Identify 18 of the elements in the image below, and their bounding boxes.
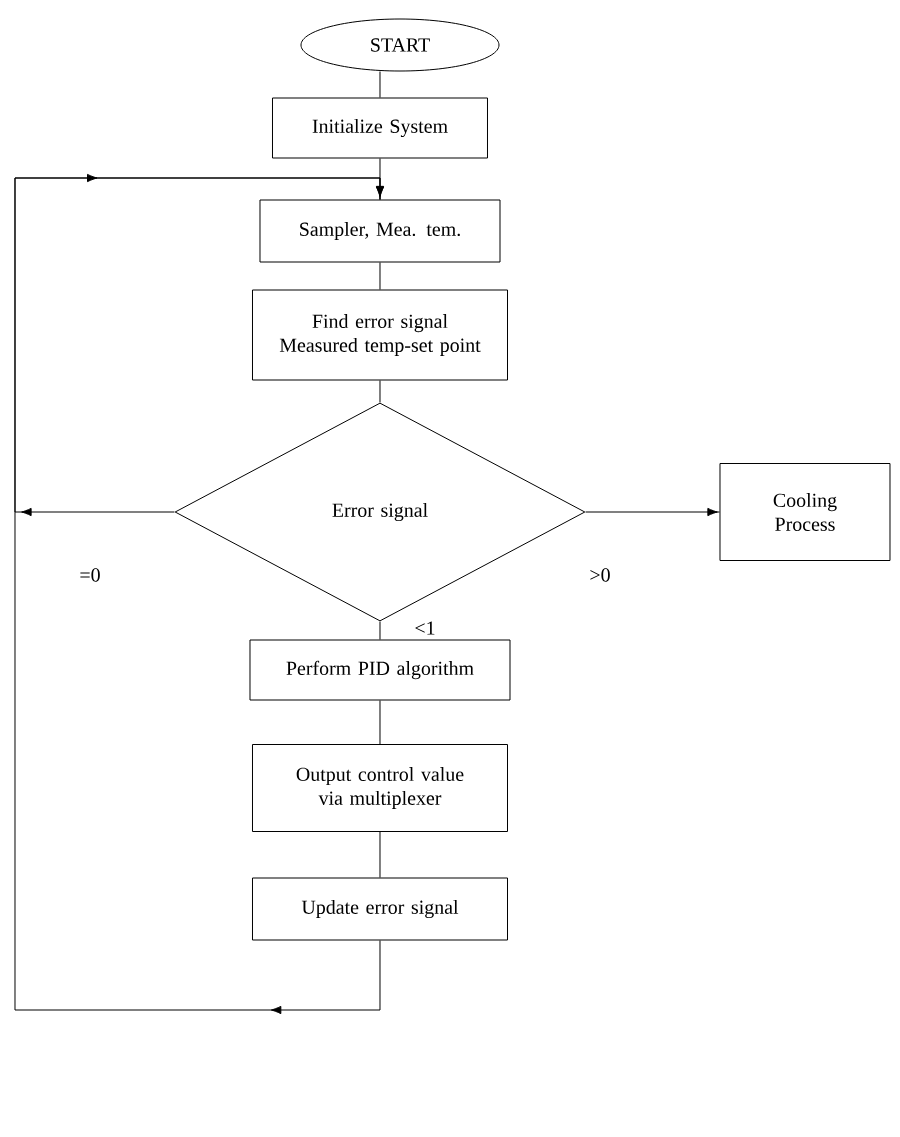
connector-line xyxy=(379,621,381,640)
process-box: Perform PID algorithm xyxy=(249,639,511,701)
process-box: Find error signal Measured temp-set point xyxy=(252,289,508,381)
process-box: Output control value via multiplexer xyxy=(252,744,508,832)
edge-label: <1 xyxy=(413,620,437,636)
connector-line xyxy=(379,71,381,98)
process-box: Sampler, Mea. tem. xyxy=(259,199,501,263)
connector-line xyxy=(379,262,381,290)
arrow xyxy=(14,177,385,517)
connector-line xyxy=(379,380,381,403)
edge-label: =0 xyxy=(78,567,102,583)
edge-label: >0 xyxy=(588,567,612,583)
connector-line xyxy=(379,831,381,878)
arrow xyxy=(585,507,720,517)
process-box: Update error signal xyxy=(252,877,508,941)
process-box: Cooling Process xyxy=(719,463,891,561)
process-box: Initialize System xyxy=(272,97,488,159)
connector-line xyxy=(379,700,381,745)
